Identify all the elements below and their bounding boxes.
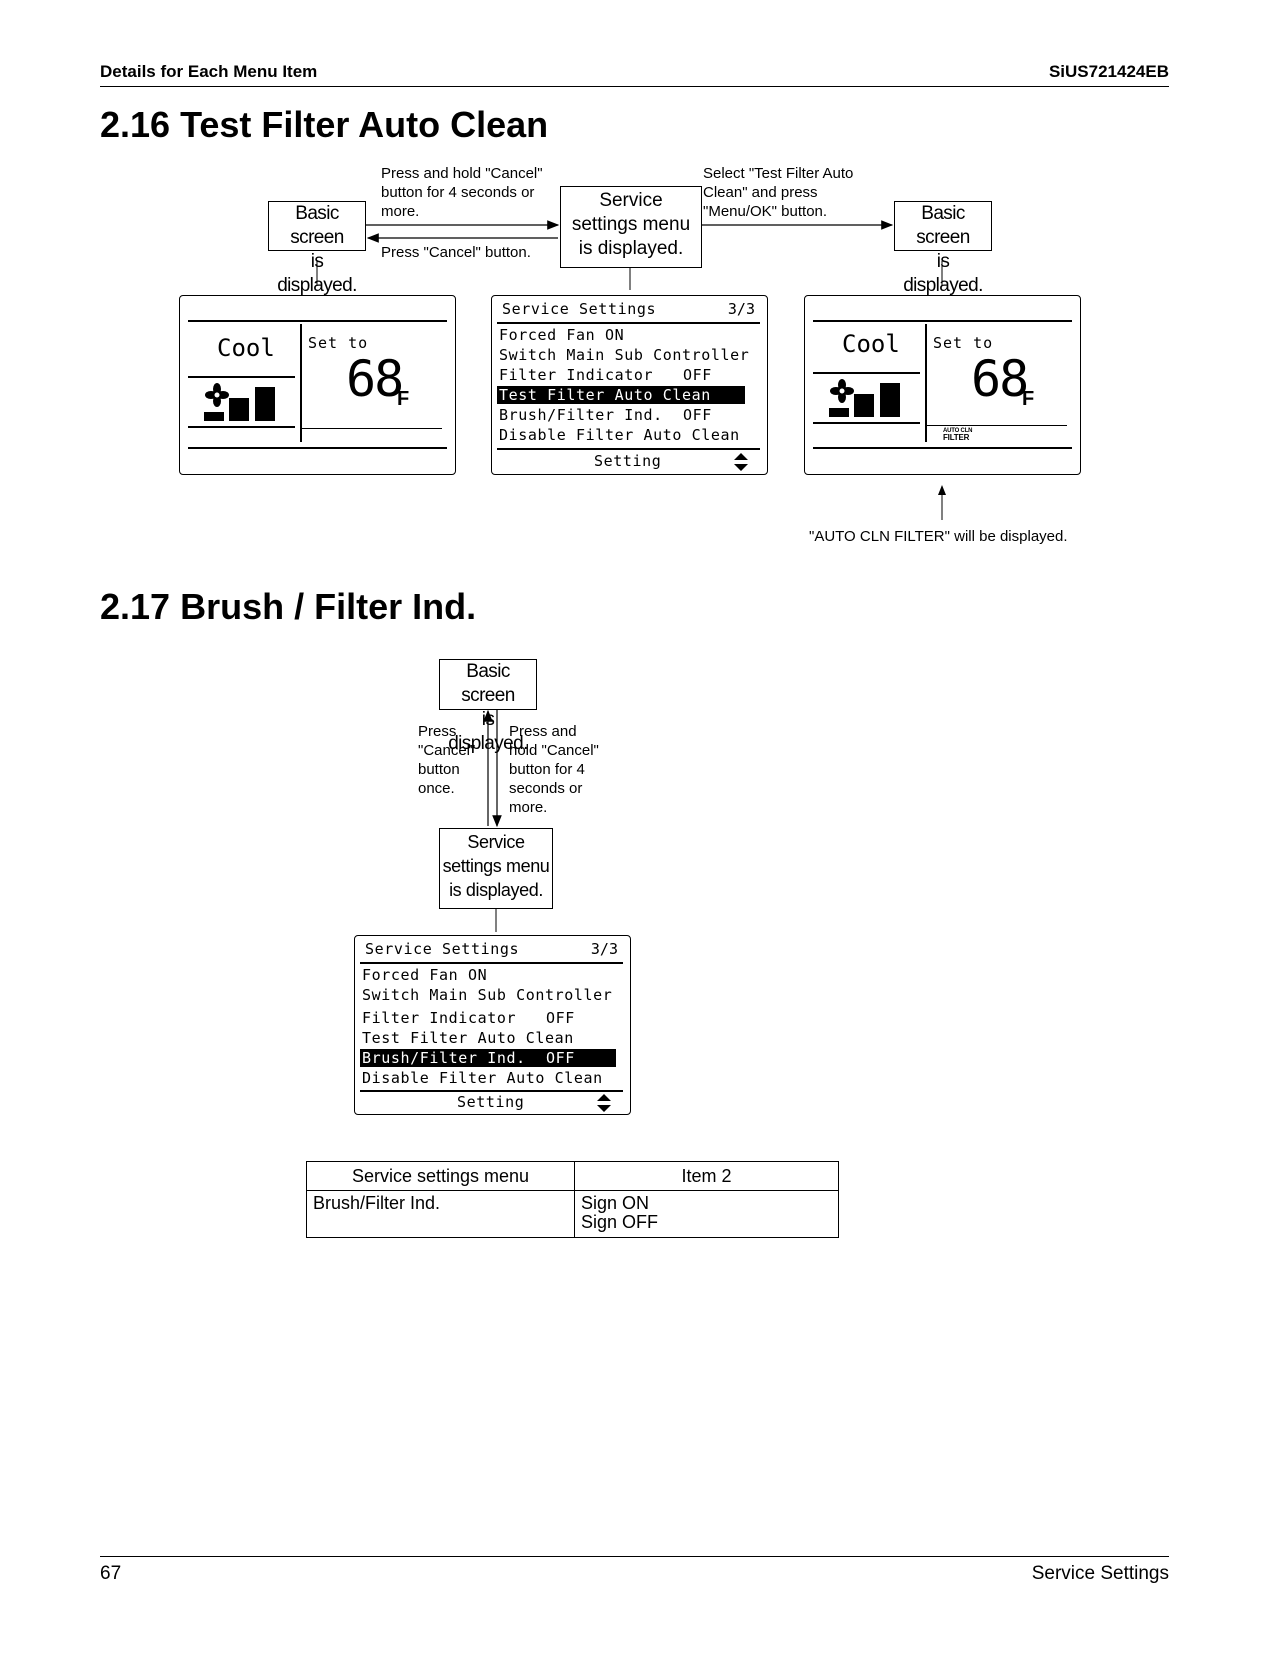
lcd-service-settings-2-17: Service Settings 3/3 Forced Fan ON Switc… [354, 935, 631, 1115]
menu-top-rule [497, 322, 760, 324]
auto-cln-badge-text: AUTO CLN [943, 428, 973, 434]
table-header-cell: Item 2 [574, 1161, 839, 1191]
flow-box-basic-screen-left: Basic screen is displayed. [268, 201, 366, 296]
lcd-mode-rule [188, 376, 295, 378]
lcd-status-rule [302, 428, 442, 429]
menu-item-value: OFF [683, 366, 712, 384]
footer-section-name: Service Settings [1031, 1563, 1169, 1584]
menu-footer-setting: Setting [457, 1093, 525, 1111]
fan-speed-icon [204, 383, 275, 421]
lcd-top-rule [813, 320, 1072, 322]
lcd-bottom-rule [813, 447, 1072, 449]
flow-box-basic-screen-right: Basic screen is displayed. [894, 201, 992, 296]
lcd-divider [925, 324, 927, 442]
running-header-left: Details for Each Menu Item [100, 62, 318, 81]
page-number: 67 [100, 1563, 122, 1584]
menu-page: 3/3 [590, 940, 618, 958]
item2-option: Sign OFF [581, 1212, 659, 1232]
menu-item-forced-fan: Forced Fan ON [499, 326, 625, 344]
menu-item-test-filter-auto-clean-selected: Test Filter Auto Clean [497, 386, 745, 404]
note-press-cancel: Press "Cancel" button. [381, 244, 531, 261]
note-press-hold-cancel: Press and hold "Cancel" button for 4 sec… [509, 723, 599, 816]
menu-item-disable-filter-auto-clean: Disable Filter Auto Clean [499, 426, 740, 444]
item2-option: Sign ON [581, 1193, 650, 1213]
menu-item-brush-filter-ind-selected: Brush/Filter Ind.OFF [360, 1049, 616, 1067]
menu-item-forced-fan: Forced Fan ON [362, 966, 488, 984]
fan-speed-icon [829, 379, 900, 417]
flow-arrows-2-16 [316, 220, 946, 520]
menu-item-disable-filter-auto-clean: Disable Filter Auto Clean [362, 1069, 603, 1087]
section-title-2-16: 2.16 Test Filter Auto Clean [100, 104, 549, 145]
lcd-top-rule [188, 320, 447, 322]
menu-title: Service Settings [365, 940, 520, 958]
note-auto-cln-filter: "AUTO CLN FILTER" will be displayed. [809, 528, 1068, 545]
lcd-fan-rule [813, 422, 920, 424]
auto-cln-filter-indicator: AUTO CLN FILTER [943, 428, 972, 442]
menu-page: 3/3 [727, 300, 755, 318]
running-header-right: SiUS721424EB [1048, 62, 1169, 81]
flow-box-service-settings: Service settings menu is displayed. [439, 828, 553, 909]
flow-arrows-2-17 [483, 709, 502, 932]
header-rule [100, 86, 1169, 87]
set-temperature: 68 [971, 350, 1029, 408]
menu-item-value: OFF [683, 406, 712, 424]
service-settings-table: Service settings menu Item 2 Brush/Filte… [306, 1161, 839, 1238]
menu-bottom-rule [497, 448, 760, 450]
set-temperature: 68 [346, 350, 404, 408]
lcd-status-rule [927, 425, 1067, 426]
section-title-2-17: 2.17 Brush / Filter Ind. [100, 586, 477, 627]
flow-box-service-settings: Service settings menu is displayed. [560, 186, 702, 268]
table-header-row: Service settings menu Item 2 [306, 1161, 839, 1191]
menu-item-value: OFF [546, 1049, 575, 1067]
lcd-bottom-rule [188, 447, 447, 449]
mode-label: Cool [842, 330, 900, 358]
table-row: Brush/Filter Ind. Sign ON Sign OFF [306, 1190, 839, 1238]
up-down-arrows-icon [597, 1094, 611, 1112]
menu-item-switch-main-sub: Switch Main Sub Controller [499, 346, 750, 364]
lcd-divider [300, 324, 302, 442]
lcd-service-settings-2-16: Service Settings 3/3 Forced Fan ON Switc… [491, 295, 768, 475]
menu-item-test-filter-auto-clean: Test Filter Auto Clean [362, 1029, 574, 1047]
menu-item-value: OFF [546, 1009, 575, 1027]
temperature-unit: F [397, 388, 410, 410]
menu-item-switch-main-sub: Switch Main Sub Controller [362, 986, 613, 1004]
table-header-cell: Service settings menu [306, 1161, 575, 1191]
menu-item-brush-filter-ind: Brush/Filter Ind.OFF [499, 406, 712, 424]
note-select-test-filter: Select "Test Filter Auto Clean" and pres… [703, 165, 854, 220]
filter-badge-text: FILTER [943, 433, 970, 442]
table-cell-item2: Sign ON Sign OFF [574, 1190, 839, 1238]
temperature-unit: F [1022, 388, 1035, 410]
menu-bottom-rule [360, 1090, 623, 1092]
mode-label: Cool [217, 334, 275, 362]
note-press-cancel-once: Press "Cancel" button once. [418, 723, 476, 797]
note-press-hold-cancel: Press and hold "Cancel" button for 4 sec… [381, 165, 543, 220]
set-to-label: Set to [308, 334, 369, 352]
up-down-arrows-icon [734, 453, 748, 471]
menu-footer-setting: Setting [594, 452, 662, 470]
footer-rule [100, 1556, 1169, 1557]
menu-title: Service Settings [502, 300, 657, 318]
menu-top-rule [360, 962, 623, 964]
lcd-mode-rule [813, 372, 920, 374]
table-cell-menu: Brush/Filter Ind. [306, 1190, 575, 1238]
lcd-basic-screen-right: Cool Set to 68 F AUTO CLN FILTER [804, 295, 1081, 475]
lcd-basic-screen-left: Cool Set to 68 F [179, 295, 456, 475]
set-to-label: Set to [933, 334, 994, 352]
lcd-fan-rule [188, 426, 295, 428]
